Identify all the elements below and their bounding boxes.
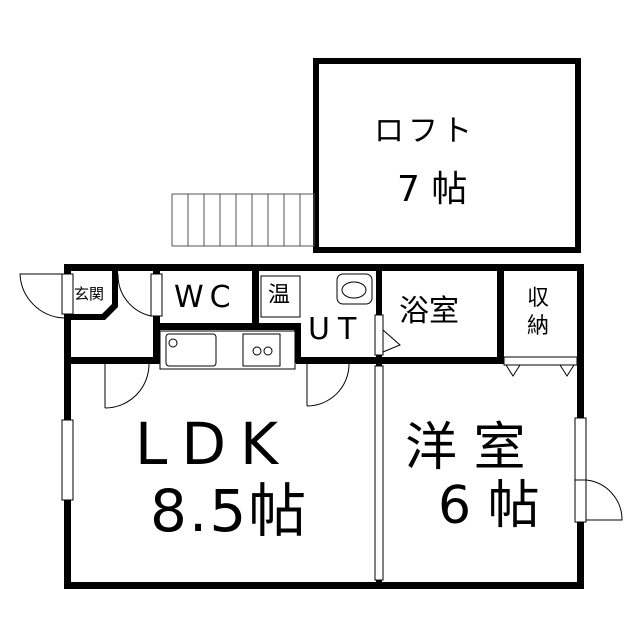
- wc-label: WC: [174, 280, 237, 315]
- western-room-size: 6 帖: [438, 476, 540, 536]
- entrance-door-frame: [61, 273, 74, 315]
- western-window: [574, 417, 587, 481]
- storage-door: [503, 356, 578, 366]
- entrance-door-swing: [19, 273, 65, 319]
- water-heater-box: [260, 275, 301, 318]
- sliding-door: [374, 365, 384, 581]
- bath-label: 浴室: [399, 294, 459, 329]
- loft-label: ロフト: [374, 114, 476, 149]
- western-room-label: 洋 室: [405, 418, 526, 478]
- ut-door-frame: [374, 314, 384, 356]
- ldk-size: 8.5帖: [150, 477, 309, 545]
- entrance-label: 玄関: [74, 285, 105, 303]
- loft-walls: [313, 58, 581, 253]
- ldk-door-swing: [104, 363, 150, 409]
- wc-door-swing: [117, 273, 152, 317]
- water-heater-label: 温: [268, 283, 291, 308]
- ldk-window: [61, 419, 74, 501]
- western-door-frame: [574, 479, 587, 523]
- storage-label: 収納: [527, 286, 550, 339]
- sink: [165, 333, 217, 367]
- stairs: [171, 193, 315, 247]
- ldk-label: LDK: [135, 410, 293, 478]
- utility-label: UT: [308, 312, 365, 347]
- stove: [242, 333, 281, 367]
- ldk-inner-door-swing: [306, 363, 350, 407]
- wc-door-frame: [150, 273, 163, 317]
- ut-door-arrow: [382, 329, 401, 353]
- loft-size: 7 帖: [397, 169, 468, 210]
- storage-arrows: [505, 364, 575, 377]
- western-door-swing: [585, 479, 623, 521]
